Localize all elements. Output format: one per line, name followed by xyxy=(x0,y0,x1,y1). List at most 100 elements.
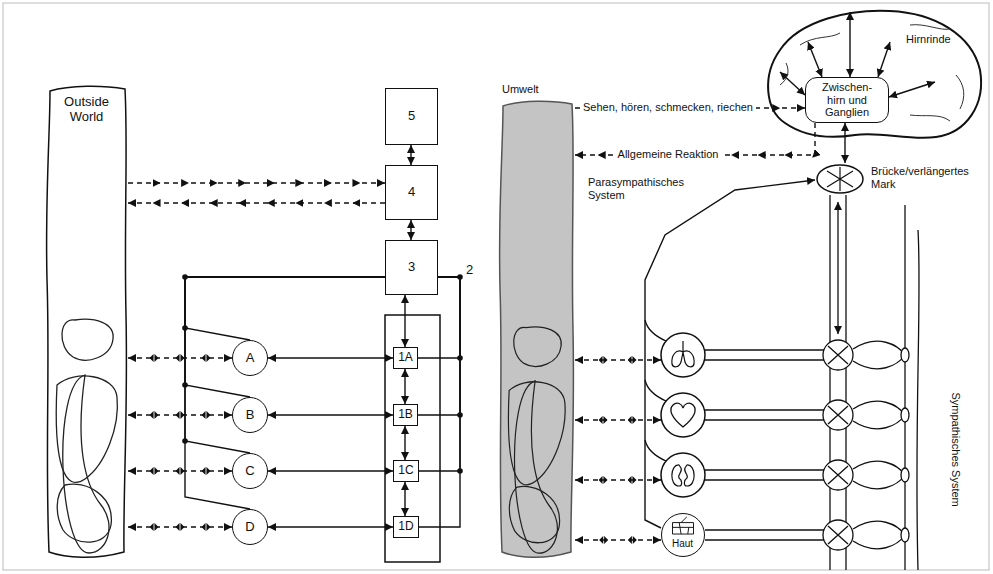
subregion-outline xyxy=(63,375,109,553)
spinal-segment xyxy=(823,400,853,430)
node-text: 1B xyxy=(398,408,413,422)
spinal-cord xyxy=(830,195,846,570)
level-box: 3 xyxy=(385,240,438,295)
spinal-segment xyxy=(828,346,848,364)
connector xyxy=(645,180,815,528)
level-box: 5 xyxy=(385,88,438,145)
heart-icon xyxy=(671,403,695,427)
connector xyxy=(268,526,393,527)
environment-arrow xyxy=(575,359,661,360)
connector xyxy=(849,12,850,77)
spinal-segment xyxy=(823,460,909,490)
connector xyxy=(410,145,411,165)
organ-nerve xyxy=(705,419,824,420)
spinal-segment xyxy=(853,401,905,429)
frame xyxy=(3,3,989,570)
spinal-segment xyxy=(828,466,848,484)
node-text: Haut xyxy=(662,538,703,550)
brain-arrow xyxy=(780,72,805,95)
connector xyxy=(404,369,405,404)
effector-circle: B xyxy=(232,397,268,433)
parasympathetic-branch xyxy=(645,380,666,401)
spinal-segment xyxy=(823,400,909,430)
edge-label: Allgemeine Reaktion xyxy=(615,148,722,161)
subregion-outline xyxy=(56,376,117,482)
organ-circle xyxy=(661,453,705,497)
spinal-segment xyxy=(823,340,909,550)
organ-circle xyxy=(661,393,705,437)
kidney-icon xyxy=(672,465,682,486)
node-text: D xyxy=(245,520,254,535)
cerebral-cortex-shape xyxy=(760,5,984,145)
spinal-segment xyxy=(823,340,909,370)
node-text: B xyxy=(246,408,255,423)
organ-nerve xyxy=(705,479,824,480)
organ-circle xyxy=(661,333,705,497)
node-text: Hirnrinde xyxy=(906,33,970,46)
connector xyxy=(404,295,405,347)
environment-arrow xyxy=(575,360,661,480)
node-text: Outside World xyxy=(51,95,122,125)
skin-organ: Haut xyxy=(661,513,705,557)
edge-label: Sehen, hören, schmecken, riechen xyxy=(580,101,756,114)
subregion-outline xyxy=(515,381,558,553)
connector xyxy=(185,277,385,397)
lung-icon xyxy=(672,341,694,367)
connector xyxy=(268,357,393,358)
node-text: Zwischen- hirn und Ganglien xyxy=(816,81,878,119)
brainstem-shape xyxy=(815,163,865,195)
spinal-segment xyxy=(823,460,853,490)
unit-box: 1D xyxy=(393,516,419,538)
bus-dot xyxy=(182,274,463,474)
connector xyxy=(419,277,460,471)
connector xyxy=(410,220,411,240)
brain-arrow xyxy=(889,82,935,97)
sympathetic-chain xyxy=(904,205,905,570)
organ-nerve xyxy=(705,539,824,540)
unit-1-housing xyxy=(385,315,440,562)
signal-arrow-chain xyxy=(128,202,385,203)
spinal-segment xyxy=(901,408,909,422)
signal-arrow-chain xyxy=(128,357,232,358)
system-label: Sympathisches System xyxy=(948,375,961,525)
connector xyxy=(268,414,393,415)
spinal-segment xyxy=(823,520,909,550)
node-text: 1D xyxy=(398,520,413,534)
spinal-segment xyxy=(901,468,909,482)
connector xyxy=(844,123,845,163)
organ-nerve xyxy=(705,349,824,350)
connector xyxy=(418,277,460,415)
node-text: 1A xyxy=(398,351,413,365)
subregion-outline xyxy=(62,319,113,360)
node-text: 5 xyxy=(408,109,415,124)
node-text: C xyxy=(245,464,254,479)
organ-nerve xyxy=(705,359,824,360)
spinal-segment xyxy=(828,406,848,424)
kidney-icon xyxy=(672,465,694,486)
unit-1-housing xyxy=(385,315,440,562)
environment-region: Umwelt xyxy=(498,100,575,560)
organ-nerve xyxy=(705,469,824,470)
subregion-outline xyxy=(508,382,565,485)
connector xyxy=(185,277,385,509)
spinal-segment xyxy=(823,340,853,370)
subregion-outline xyxy=(57,484,111,542)
spinal-segment xyxy=(901,528,909,542)
parasympathetic-branch xyxy=(645,320,666,341)
spinal-segment xyxy=(853,521,905,549)
environment-arrow xyxy=(575,479,661,480)
effector-circle: D xyxy=(232,509,268,545)
organ-nerve xyxy=(705,350,824,540)
brainstem-outline xyxy=(817,165,863,193)
node-text: 3 xyxy=(408,260,415,275)
system-label: Parasympathisches System xyxy=(588,176,690,202)
spinal-segment xyxy=(828,526,848,544)
spinal-segment xyxy=(853,461,905,489)
level-box: 4 xyxy=(385,165,438,220)
unit-box: 1C xyxy=(393,460,419,482)
node-text: 4 xyxy=(408,185,415,200)
connector xyxy=(185,277,385,453)
organ-nerve xyxy=(705,529,824,530)
parasympathetic-branch xyxy=(645,320,666,461)
